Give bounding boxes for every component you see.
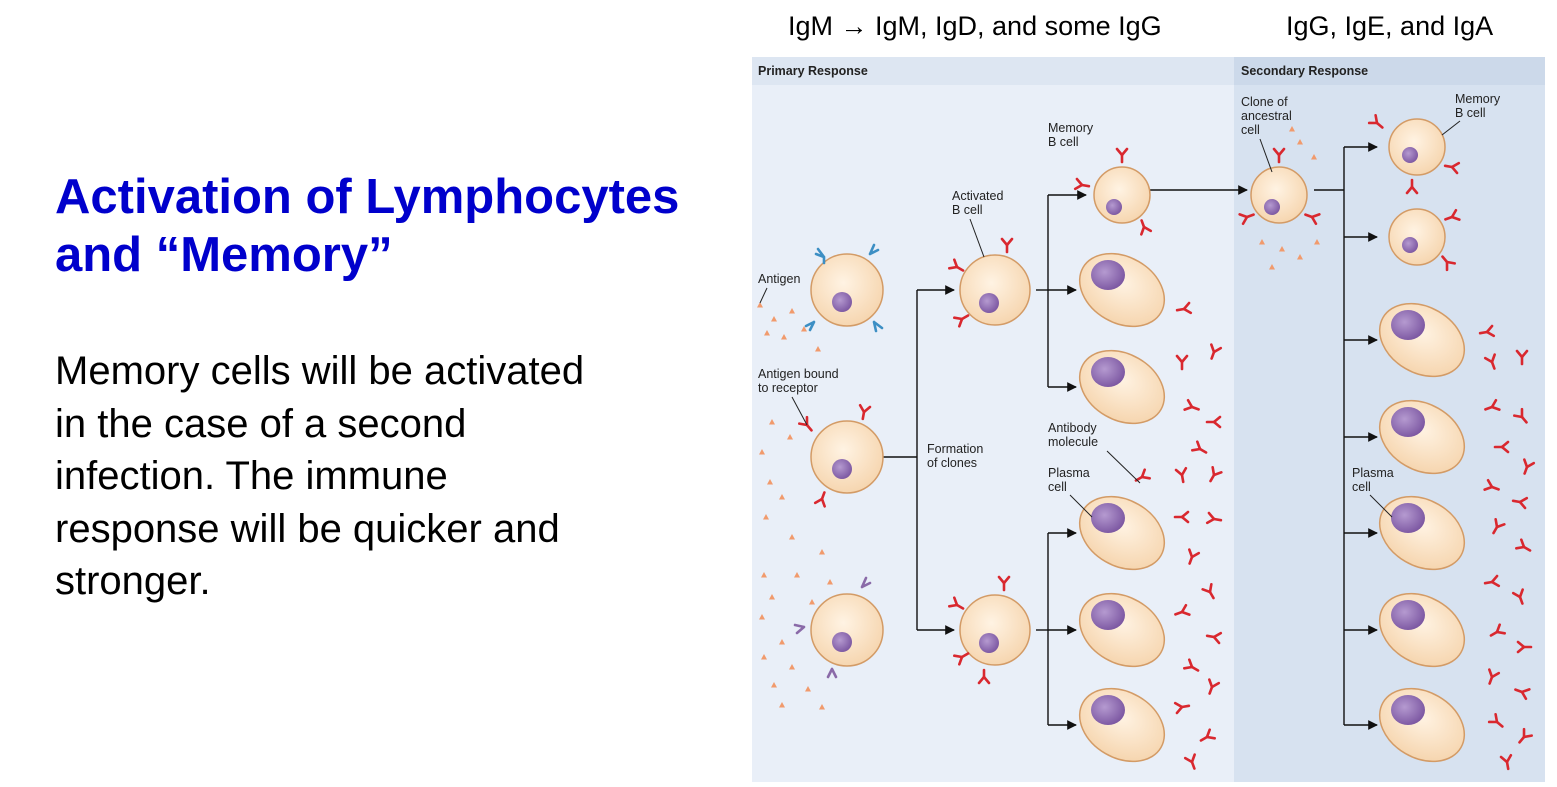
ancestral-clone-cell — [1238, 126, 1321, 270]
body-line-2: in the case of a second — [55, 401, 467, 446]
label-antibody-2: molecule — [1048, 435, 1098, 449]
primary-response-header: Primary Response — [758, 64, 868, 78]
secondary-response-header: Secondary Response — [1241, 64, 1368, 78]
primary-header-band — [752, 57, 1234, 85]
body-line-3: infection. The immune — [55, 454, 448, 498]
label-clone-2: ancestral — [1241, 109, 1292, 123]
label-antigen-bound-2: to receptor — [758, 381, 818, 395]
label-activated-2: B cell — [952, 203, 983, 217]
activated-b-cell-top — [948, 237, 1031, 328]
label-memory-r-2: B cell — [1455, 106, 1486, 120]
body-line-5: stronger. — [55, 559, 211, 603]
slide-body-text: Memory cells will be activated in the ca… — [55, 345, 695, 608]
label-plasma-2: cell — [1048, 480, 1067, 494]
naive-b-cell-red — [798, 403, 884, 508]
secondary-header-band — [1234, 57, 1545, 85]
body-line-1: Memory cells will be activated — [55, 349, 585, 393]
slide-title-line-2: and “Memory” — [55, 228, 393, 282]
slide-title-line-1: Activation of Lymphocytes — [55, 170, 680, 224]
memory-b-cells-secondary — [1367, 114, 1461, 272]
caption-secondary-antibodies: IgG, IgE, and IgA — [1286, 11, 1494, 41]
primary-connectors — [882, 185, 1248, 730]
plasma-nuclei-secondary — [1391, 310, 1425, 725]
label-activated-1: Activated — [952, 189, 1003, 203]
naive-b-cell-purple — [793, 576, 884, 679]
label-clone-1: Clone of — [1241, 95, 1288, 109]
plasma-cells-secondary — [1378, 302, 1466, 763]
body-line-4: response will be quicker and — [55, 506, 560, 551]
plasma-nuclei-primary — [1091, 260, 1125, 725]
secondary-labels: Clone of ancestral cell Memory B cell Pl… — [1241, 92, 1501, 518]
caption-primary-antibodies: IgM → IgM, IgD, and some IgG — [788, 11, 1162, 41]
immune-response-diagram: Primary Response Secondary Response — [752, 57, 1545, 782]
plasma-cells-primary — [1078, 252, 1166, 763]
label-clone-3: cell — [1241, 123, 1260, 137]
primary-labels: Antigen Antigen bound to receptor Activa… — [758, 121, 1141, 518]
activated-b-cell-bottom — [948, 575, 1031, 685]
slide-title: Activation of Lymphocytes and “Memory” — [55, 168, 755, 284]
primary-panel — [752, 57, 1234, 782]
label-antigen-bound-1: Antigen bound — [758, 367, 839, 381]
naive-b-cell-blue — [804, 243, 884, 333]
label-formation-2: of clones — [927, 456, 977, 470]
label-plasma-1: Plasma — [1048, 466, 1090, 480]
label-formation-1: Formation — [927, 442, 983, 456]
label-memory-r-1: Memory — [1455, 92, 1501, 106]
secondary-connectors — [1314, 142, 1378, 730]
label-antibody-1: Antibody — [1048, 421, 1097, 435]
label-antigen: Antigen — [758, 272, 800, 286]
label-memory-2: B cell — [1048, 135, 1079, 149]
label-plasma-r-1: Plasma — [1352, 466, 1394, 480]
memory-b-cell-primary — [1073, 147, 1153, 236]
label-plasma-r-2: cell — [1352, 480, 1371, 494]
label-memory-1: Memory — [1048, 121, 1094, 135]
